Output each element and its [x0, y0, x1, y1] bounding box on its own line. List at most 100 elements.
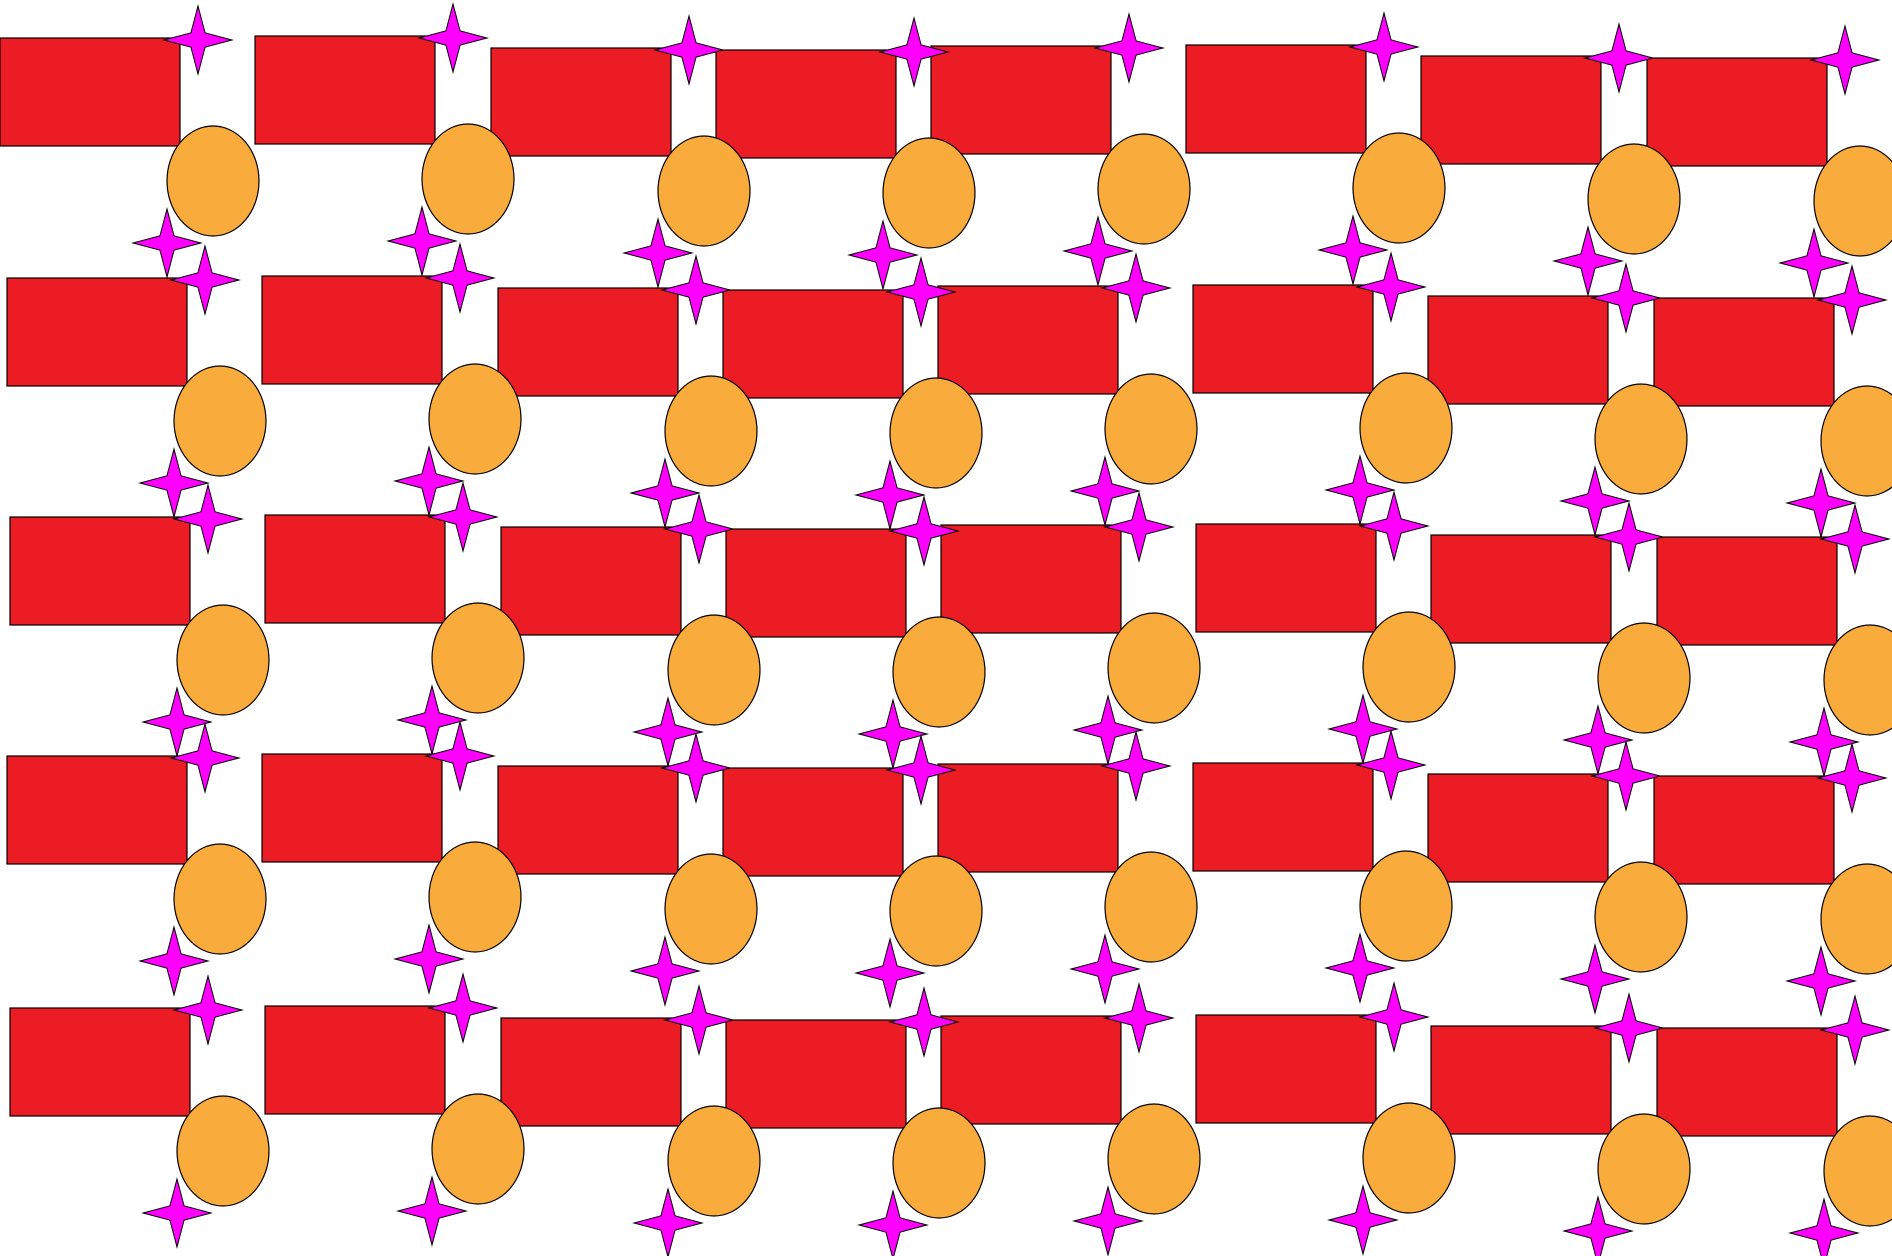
magenta-star-lower-r5-c8 — [1788, 1197, 1860, 1256]
magenta-star-r1-c7 — [1583, 22, 1655, 94]
orange-ellipse-r4-c7 — [1594, 861, 1688, 973]
red-rectangle-r5-c1 — [9, 1007, 191, 1117]
red-rectangle-r2-c5 — [937, 285, 1119, 395]
red-rectangle-r4-c3 — [497, 765, 679, 875]
magenta-star-r2-c4 — [885, 256, 957, 328]
orange-ellipse-r5-c5 — [1107, 1103, 1201, 1215]
magenta-star-r3-c4 — [888, 495, 960, 567]
orange-ellipse-r2-c2 — [428, 363, 522, 475]
magenta-star-r4-c1 — [169, 722, 241, 794]
magenta-star-r3-c6 — [1358, 490, 1430, 562]
magenta-star-lower-r5-c5 — [1072, 1185, 1144, 1256]
magenta-star-lower-r5-c2 — [396, 1175, 468, 1247]
magenta-star-r4-c2 — [424, 720, 496, 792]
magenta-star-lower-r1-c7 — [1552, 225, 1624, 297]
orange-ellipse-r1-c4 — [882, 137, 976, 249]
red-rectangle-r3-c4 — [725, 528, 907, 638]
magenta-star-lower-r1-c8 — [1778, 227, 1850, 299]
magenta-star-lower-r1-c4 — [847, 219, 919, 291]
magenta-star-r1-c4 — [878, 16, 950, 88]
magenta-star-r5-c3 — [663, 984, 735, 1056]
red-rectangle-r5-c2 — [264, 1005, 446, 1115]
magenta-star-lower-r4-c6 — [1324, 932, 1396, 1004]
magenta-star-r5-c8 — [1819, 994, 1891, 1066]
red-rectangle-r5-c8 — [1656, 1027, 1838, 1137]
magenta-star-r1-c3 — [653, 14, 725, 86]
magenta-star-r5-c5 — [1103, 982, 1175, 1054]
magenta-star-r1-c1 — [162, 4, 234, 76]
orange-ellipse-r5-c6 — [1362, 1102, 1456, 1214]
orange-ellipse-r4-c4 — [889, 855, 983, 967]
red-rectangle-r3-c3 — [500, 526, 682, 636]
magenta-star-lower-r2-c2 — [393, 445, 465, 517]
magenta-star-lower-r5-c7 — [1562, 1195, 1634, 1256]
magenta-star-r4-c4 — [885, 734, 957, 806]
red-rectangle-r4-c6 — [1192, 762, 1374, 872]
red-rectangle-r4-c7 — [1427, 773, 1609, 883]
magenta-star-r2-c5 — [1100, 252, 1172, 324]
magenta-star-r5-c7 — [1593, 992, 1665, 1064]
magenta-star-lower-r4-c3 — [629, 935, 701, 1007]
magenta-star-lower-r4-c1 — [138, 925, 210, 997]
magenta-star-r2-c1 — [169, 244, 241, 316]
magenta-star-lower-r5-c3 — [632, 1187, 704, 1256]
red-rectangle-r5-c6 — [1195, 1014, 1377, 1124]
magenta-star-lower-r2-c5 — [1069, 455, 1141, 527]
magenta-star-lower-r1-c5 — [1062, 215, 1134, 287]
red-rectangle-r2-c4 — [722, 289, 904, 399]
magenta-star-r4-c6 — [1355, 729, 1427, 801]
orange-ellipse-r1-c8 — [1813, 145, 1892, 257]
magenta-star-lower-r5-c4 — [857, 1189, 929, 1256]
magenta-star-r1-c5 — [1093, 12, 1165, 84]
orange-ellipse-r3-c5 — [1107, 612, 1201, 724]
magenta-star-lower-r1-c6 — [1317, 214, 1389, 286]
red-rectangle-r3-c8 — [1656, 536, 1838, 646]
orange-ellipse-r5-c2 — [431, 1093, 525, 1205]
orange-ellipse-r4-c6 — [1359, 850, 1453, 962]
orange-ellipse-r4-c3 — [664, 853, 758, 965]
red-rectangle-r4-c2 — [261, 753, 443, 863]
red-rectangle-r1-c4 — [715, 49, 897, 159]
red-rectangle-r5-c7 — [1430, 1025, 1612, 1135]
orange-ellipse-r5-c1 — [176, 1095, 270, 1207]
orange-ellipse-r3-c7 — [1597, 622, 1691, 734]
red-rectangle-r2-c6 — [1192, 284, 1374, 394]
magenta-star-r3-c3 — [663, 493, 735, 565]
magenta-star-r5-c2 — [427, 972, 499, 1044]
red-rectangle-r4-c4 — [722, 767, 904, 877]
magenta-star-r2-c7 — [1590, 262, 1662, 334]
orange-ellipse-r2-c7 — [1594, 383, 1688, 495]
orange-ellipse-r2-c1 — [173, 365, 267, 477]
magenta-star-r4-c8 — [1816, 742, 1888, 814]
red-rectangle-r1-c1 — [0, 37, 181, 147]
magenta-star-lower-r4-c2 — [393, 923, 465, 995]
red-rectangle-r5-c3 — [500, 1017, 682, 1127]
magenta-star-r2-c8 — [1816, 264, 1888, 336]
magenta-star-r1-c2 — [417, 2, 489, 74]
orange-ellipse-r3-c4 — [892, 616, 986, 728]
orange-ellipse-r3-c1 — [176, 604, 270, 716]
orange-ellipse-r1-c1 — [166, 125, 260, 237]
magenta-star-lower-r5-c6 — [1327, 1184, 1399, 1256]
magenta-star-r1-c6 — [1348, 11, 1420, 83]
rectangle-layer — [0, 35, 1838, 1137]
red-rectangle-r1-c3 — [490, 47, 672, 157]
orange-ellipse-r4-c8 — [1820, 863, 1892, 975]
red-rectangle-r1-c5 — [930, 45, 1112, 155]
orange-ellipse-r4-c1 — [173, 843, 267, 955]
red-rectangle-r3-c6 — [1195, 523, 1377, 633]
orange-ellipse-r2-c3 — [664, 375, 758, 487]
orange-ellipse-r4-c2 — [428, 841, 522, 953]
orange-ellipse-r3-c6 — [1362, 611, 1456, 723]
orange-ellipse-r4-c5 — [1104, 851, 1198, 963]
magenta-star-lower-r4-c8 — [1785, 945, 1857, 1017]
magenta-star-lower-r1-c3 — [622, 217, 694, 289]
red-rectangle-r3-c2 — [264, 514, 446, 624]
magenta-star-r4-c7 — [1590, 740, 1662, 812]
red-rectangle-r5-c4 — [725, 1019, 907, 1129]
red-rectangle-r2-c1 — [6, 277, 188, 387]
magenta-star-lower-r4-c7 — [1559, 943, 1631, 1015]
orange-ellipse-r1-c2 — [421, 123, 515, 235]
orange-ellipse-r3-c2 — [431, 602, 525, 714]
